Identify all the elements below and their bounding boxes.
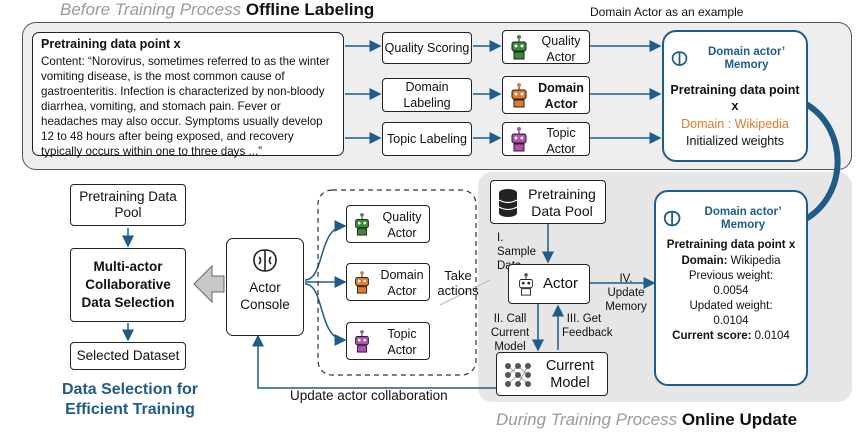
top-memory-box: Domain actor’ Memory Pretraining data po… bbox=[662, 30, 808, 162]
actor-group-dashed bbox=[317, 189, 477, 376]
bottom-actor-label: Actor bbox=[543, 275, 579, 292]
memory-curve-arrow bbox=[798, 101, 841, 225]
bottom-actor-box: Actor bbox=[508, 264, 590, 304]
prev-weight-value: 0.0054 bbox=[713, 285, 749, 297]
domain-labeling-box: Domain Labeling bbox=[382, 78, 472, 112]
quality-actor-label: Quality Actor bbox=[541, 34, 581, 64]
mid-topic-actor-label: Topic Actor bbox=[387, 327, 417, 357]
top-memory-point: Pretraining data point x bbox=[670, 83, 800, 113]
bottom-memory-domain-label: Domain: bbox=[681, 255, 728, 267]
top-memory-weights: Initialized weights bbox=[686, 134, 784, 148]
step3-label: III. Get Feedback bbox=[562, 313, 613, 339]
actor-console-box: Actor Console bbox=[226, 238, 304, 336]
topic-actor-label: Topic Actor bbox=[546, 126, 576, 156]
robot-icon bbox=[511, 35, 527, 60]
topic-labeling-label: Topic Labeling bbox=[387, 132, 467, 146]
mid-domain-actor-label: Domain Actor bbox=[380, 268, 424, 298]
robot-icon bbox=[519, 273, 533, 296]
brain-icon bbox=[253, 249, 277, 272]
robot-icon bbox=[355, 271, 369, 294]
domain-labeling-label: Domain Labeling bbox=[403, 80, 451, 110]
brain-icon bbox=[663, 210, 681, 227]
robot-icon bbox=[355, 330, 369, 353]
robot-icon bbox=[355, 213, 369, 236]
topic-actor-box: Topic Actor bbox=[502, 122, 590, 156]
step2-label: II. Call Current Model bbox=[490, 313, 530, 353]
current-model-label: Current Model bbox=[545, 358, 595, 391]
upd-weight-value: 0.0104 bbox=[713, 315, 749, 327]
step4-label: IV. Update Memory bbox=[605, 273, 647, 313]
selection-box: Multi-actor Collaborative Data Selection bbox=[70, 248, 186, 322]
topic-labeling-box: Topic Labeling bbox=[382, 122, 472, 156]
data-point-title: Pretraining data point x bbox=[41, 37, 181, 51]
mid-topic-actor-box: Topic Actor bbox=[346, 322, 430, 360]
online-heading-italic: During Training Process bbox=[496, 410, 678, 429]
update-collab-arrow bbox=[252, 334, 500, 389]
example-note: Domain Actor as an example bbox=[590, 5, 744, 19]
selection-label: Multi-actor Collaborative Data Selection bbox=[81, 259, 175, 310]
bottom-memory-domain-value: Wikipedia bbox=[730, 255, 781, 267]
online-heading: During Training Process Online Update bbox=[496, 410, 797, 430]
mid-quality-actor-box: Quality Actor bbox=[346, 205, 430, 243]
selected-dataset-box: Selected Dataset bbox=[70, 342, 186, 370]
console-to-selection-arrow bbox=[193, 264, 225, 304]
robot-icon bbox=[511, 83, 527, 108]
database-icon bbox=[498, 189, 518, 217]
current-model-box: Current Model bbox=[496, 352, 608, 396]
network-icon bbox=[505, 363, 531, 387]
quality-actor-box: Quality Actor bbox=[502, 30, 590, 64]
mid-domain-actor-box: Domain Actor bbox=[346, 263, 430, 301]
score-label: Current score: bbox=[672, 330, 752, 342]
offline-heading: Before Training Process Offline Labeling bbox=[60, 0, 374, 20]
domain-actor-box: Domain Actor bbox=[502, 76, 590, 114]
actor-console-label: Actor Console bbox=[240, 280, 290, 312]
brain-icon bbox=[671, 51, 688, 66]
quality-scoring-box: Quality Scoring bbox=[382, 32, 472, 64]
upd-weight-label: Updated weight: bbox=[689, 300, 773, 312]
online-heading-bold: Online Update bbox=[681, 410, 798, 429]
bottom-memory-box: Domain actor’ Memory Pretraining data po… bbox=[654, 190, 808, 386]
bottom-memory-title: Domain actor’ Memory bbox=[704, 206, 782, 231]
mid-quality-actor-label: Quality Actor bbox=[382, 210, 422, 240]
top-memory-title: Domain actor’ Memory bbox=[707, 46, 786, 71]
score-value: 0.0104 bbox=[754, 330, 790, 342]
prev-weight-label: Previous weight: bbox=[688, 270, 774, 282]
selected-dataset-label: Selected Dataset bbox=[76, 348, 180, 363]
robot-icon bbox=[511, 127, 527, 152]
efficient-training-caption: Data Selection for Efficient Training bbox=[61, 381, 199, 418]
top-memory-domain: Domain : Wikipedia bbox=[681, 117, 789, 131]
offline-heading-bold: Offline Labeling bbox=[245, 0, 375, 19]
update-collab-label: Update actor collaboration bbox=[290, 388, 448, 403]
left-pool-box: Pretraining Data Pool bbox=[70, 184, 186, 226]
data-point-box: Pretraining data point x Content: “Norov… bbox=[32, 32, 344, 158]
take-actions-label: Take actions bbox=[437, 268, 479, 298]
domain-actor-label: Domain Actor bbox=[538, 81, 584, 111]
quality-scoring-label: Quality Scoring bbox=[384, 41, 470, 55]
bottom-pool-box: Pretraining Data Pool bbox=[490, 180, 606, 224]
offline-heading-italic: Before Training Process bbox=[60, 0, 242, 19]
bottom-memory-point: Pretraining data point x bbox=[666, 239, 796, 251]
bottom-pool-label: Pretraining Data Pool bbox=[528, 186, 596, 219]
left-pool-label: Pretraining Data Pool bbox=[79, 189, 177, 220]
data-point-content: Content: “Norovirus, sometimes referred … bbox=[41, 55, 330, 158]
